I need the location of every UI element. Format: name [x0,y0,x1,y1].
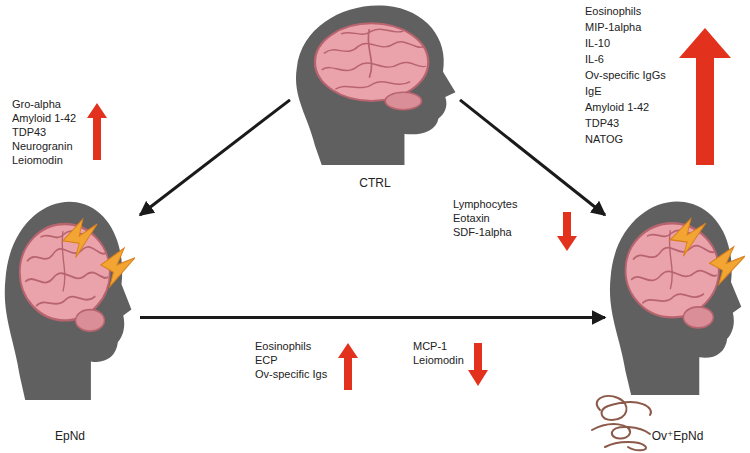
marker-name: MCP-1 [413,340,447,353]
down-arrow [557,212,577,251]
head-node: CTRL [290,0,460,192]
seizure-bolt [670,219,705,257]
up-arrow [87,103,107,160]
marker-name: ECP [255,354,278,367]
marker-name: TDP43 [585,117,619,130]
marker-name: Ov-specific Igs [255,368,327,381]
group-label: Ov⁺EpNd [605,429,750,443]
marker-name: Amyloid 1-42 [585,101,649,114]
head-silhouette [296,5,455,165]
down-arrow [468,343,488,386]
child-head-illustration [605,195,745,395]
marker-name: Eosinophils [585,5,641,18]
worm-swirls [592,396,651,450]
transition-arrow [460,100,605,215]
marker-name: Ov-specific IgGs [585,69,666,82]
marker-name: Gro-alpha [12,98,61,111]
marker-name: Neurogranin [12,140,73,153]
marker-name: IL-10 [585,37,610,50]
head-node: Ov⁺EpNd [605,195,750,445]
marker-name: Lymphocytes [453,198,517,211]
marker-name: TDP43 [12,126,46,139]
marker-name: NATOG [585,133,623,146]
seizure-bolt [710,247,745,285]
marker-name: MIP-1alpha [585,21,641,34]
marker-name: Leiomodin [413,354,464,367]
up-arrow [338,343,358,390]
transition-arrow [140,316,605,319]
head-node: EpNd [0,195,140,445]
seizure-bolt [63,219,97,258]
head-silhouette [610,202,741,395]
brain [315,23,428,109]
group-label: CTRL [290,176,460,190]
marker-name: Amyloid 1-42 [12,112,76,125]
marker-name: Leiomodin [12,154,63,167]
marker-name: IgE [585,85,602,98]
group-label: EpNd [0,429,140,443]
head-silhouette [5,202,132,400]
marker-name: Eosinophils [255,340,311,353]
up-arrow [679,28,731,165]
child-head-illustration [0,195,135,400]
marker-name: SDF-1alpha [453,226,512,239]
marker-name: IL-6 [585,53,604,66]
marker-name: Eotaxin [453,212,490,225]
child-head-illustration [290,0,460,165]
transition-arrow [140,100,290,215]
seizure-bolt [101,248,135,287]
